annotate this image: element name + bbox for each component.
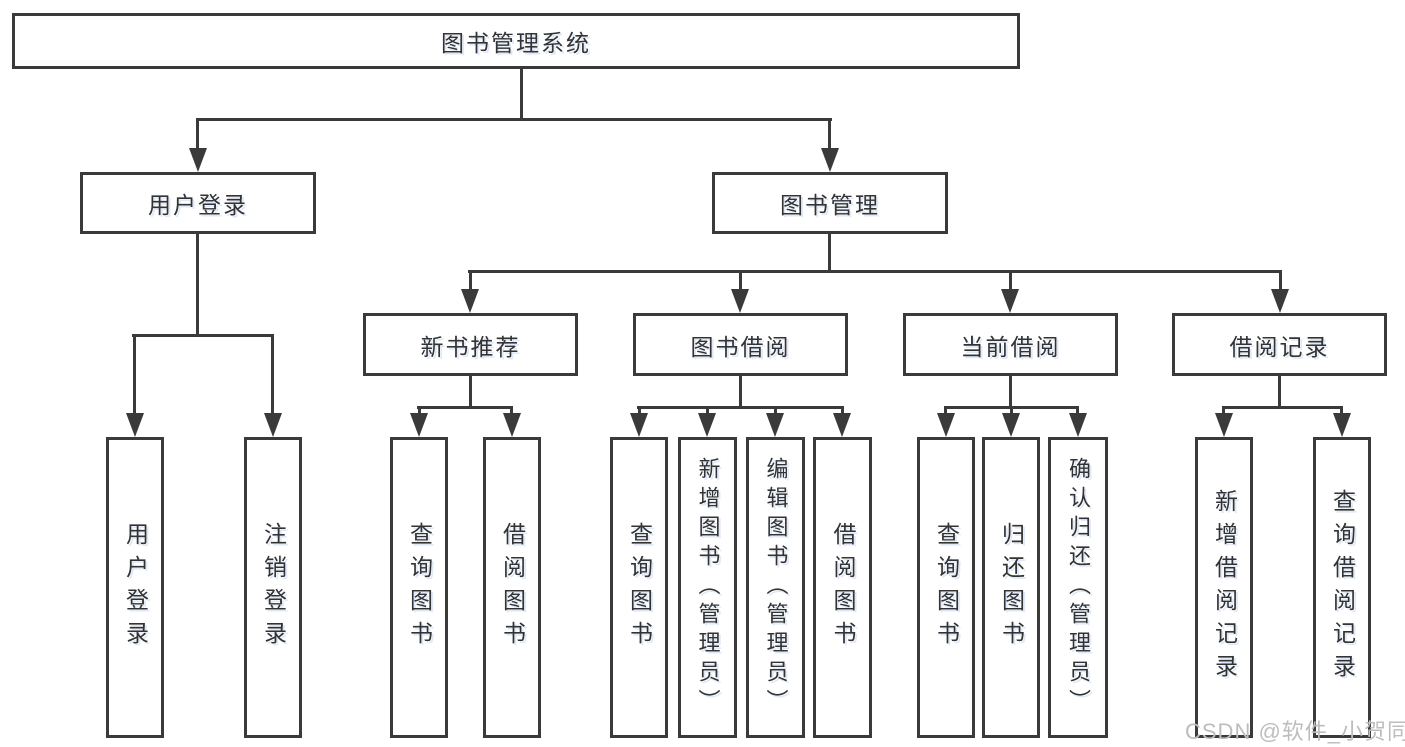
leaf-m4-query-borrow-record: 查询借阅记录: [1313, 437, 1371, 738]
node-user-login-label: 用户登录: [148, 192, 248, 218]
leaf-m3-confirm-return-admin: 确认归还（管理员）: [1048, 437, 1108, 738]
connector-m3-drop: [1076, 406, 1079, 416]
arrow-down-icon: [264, 413, 282, 437]
arrow-down-icon: [937, 413, 955, 437]
node-book-borrow: 图书借阅: [633, 313, 848, 376]
leaf-m2-borrow-books: 借阅图书: [813, 437, 872, 738]
node-new-book-recommend: 新书推荐: [363, 313, 578, 376]
connector-login-branch: [132, 334, 274, 337]
connector-login-stub: [196, 234, 199, 334]
node-book-borrow-label: 图书借阅: [690, 333, 791, 360]
connector-m2-drop: [706, 406, 709, 416]
connector-m2-branch: [637, 406, 844, 409]
connector-module-drop: [1009, 270, 1012, 294]
connector-login-child-drop: [271, 334, 274, 415]
node-root: 图书管理系统: [12, 13, 1020, 69]
connector-m1-drop: [510, 406, 513, 416]
node-root-label: 图书管理系统: [441, 30, 591, 56]
arrow-down-icon: [1069, 413, 1087, 437]
arrow-down-icon: [731, 289, 749, 313]
node-current-borrow-label: 当前借阅: [960, 333, 1061, 360]
node-book-management: 图书管理: [712, 172, 948, 234]
leaf-m1-borrow-books-label: 借阅图书: [499, 521, 526, 654]
arrow-down-icon: [1271, 289, 1289, 313]
arrow-down-icon: [503, 413, 521, 437]
connector-module-drop: [1279, 270, 1282, 294]
connector-m4-drop: [1222, 406, 1225, 416]
arrow-down-icon: [1001, 289, 1019, 313]
connector-m4-drop: [1340, 406, 1343, 416]
connector-m3-drop: [1010, 406, 1013, 416]
leaf-m3-return-books-label: 归还图书: [998, 521, 1025, 654]
connector-m1-drop: [418, 406, 421, 416]
leaf-m2-borrow-books-label: 借阅图书: [830, 521, 856, 654]
node-user-login: 用户登录: [80, 172, 316, 234]
connector-mgmt-drop: [828, 118, 831, 152]
leaf-m3-return-books: 归还图书: [982, 437, 1040, 738]
connector-login-child-drop: [133, 334, 136, 415]
node-current-borrow: 当前借阅: [903, 313, 1118, 376]
connector-root-stub: [520, 68, 523, 121]
leaf-m1-query-books: 查询图书: [390, 437, 448, 738]
leaf-user-login-label: 用户登录: [122, 521, 149, 654]
arrow-down-icon: [1215, 413, 1233, 437]
arrow-down-icon: [630, 413, 648, 437]
leaf-logout: 注销登录: [244, 437, 302, 738]
arrow-down-icon: [126, 413, 144, 437]
leaf-m1-query-books-label: 查询图书: [406, 521, 433, 654]
arrow-down-icon: [766, 413, 784, 437]
arrow-down-icon: [833, 413, 851, 437]
arrow-down-icon: [189, 148, 207, 172]
connector-m1-branch: [417, 406, 513, 409]
connector-mgmt-branch: [468, 270, 1282, 273]
leaf-m3-confirm-return-admin-label: 确认归还（管理员）: [1066, 457, 1091, 718]
connector-m2-stub: [739, 376, 742, 408]
node-borrow-records-label: 借阅记录: [1229, 333, 1330, 360]
leaf-m3-query-books-label: 查询图书: [933, 521, 960, 654]
node-borrow-records: 借阅记录: [1172, 313, 1387, 376]
leaf-m4-add-borrow-record-label: 新增借阅记录: [1211, 488, 1238, 687]
arrow-down-icon: [1002, 413, 1020, 437]
connector-m4-stub: [1278, 376, 1281, 408]
leaf-m2-add-books-admin-label: 新增图书（管理员）: [695, 457, 721, 718]
connector-login-drop: [196, 118, 199, 152]
arrow-down-icon: [1333, 413, 1351, 437]
leaf-m2-query-books-label: 查询图书: [626, 521, 653, 654]
leaf-m4-add-borrow-record: 新增借阅记录: [1195, 437, 1253, 738]
connector-m1-stub: [469, 376, 472, 408]
connector-m2-drop: [774, 406, 777, 416]
arrow-down-icon: [410, 413, 428, 437]
leaf-m2-edit-books-admin: 编辑图书（管理员）: [746, 437, 805, 738]
connector-module-drop: [469, 270, 472, 294]
connector-mgmt-stub: [828, 234, 831, 272]
leaf-m2-add-books-admin: 新增图书（管理员）: [678, 437, 737, 738]
connector-root-branch: [196, 118, 832, 121]
connector-m2-drop: [841, 406, 844, 416]
node-new-book-recommend-label: 新书推荐: [420, 333, 521, 360]
leaf-m1-borrow-books: 借阅图书: [483, 437, 541, 738]
connector-m4-branch: [1222, 406, 1343, 409]
leaf-logout-label: 注销登录: [260, 521, 287, 654]
leaf-m2-query-books: 查询图书: [610, 437, 668, 738]
connector-m3-drop: [944, 406, 947, 416]
arrow-down-icon: [698, 413, 716, 437]
connector-module-drop: [739, 270, 742, 294]
leaf-user-login: 用户登录: [106, 437, 164, 738]
csdn-watermark: CSDN @软件_小贺同学: [1185, 719, 1405, 744]
arrow-down-icon: [461, 289, 479, 313]
node-book-management-label: 图书管理: [780, 192, 880, 218]
connector-m3-stub: [1009, 376, 1012, 408]
arrow-down-icon: [821, 148, 839, 172]
leaf-m4-query-borrow-record-label: 查询借阅记录: [1329, 488, 1356, 687]
leaf-m2-edit-books-admin-label: 编辑图书（管理员）: [763, 457, 789, 718]
leaf-m3-query-books: 查询图书: [917, 437, 975, 738]
connector-m2-drop: [638, 406, 641, 416]
